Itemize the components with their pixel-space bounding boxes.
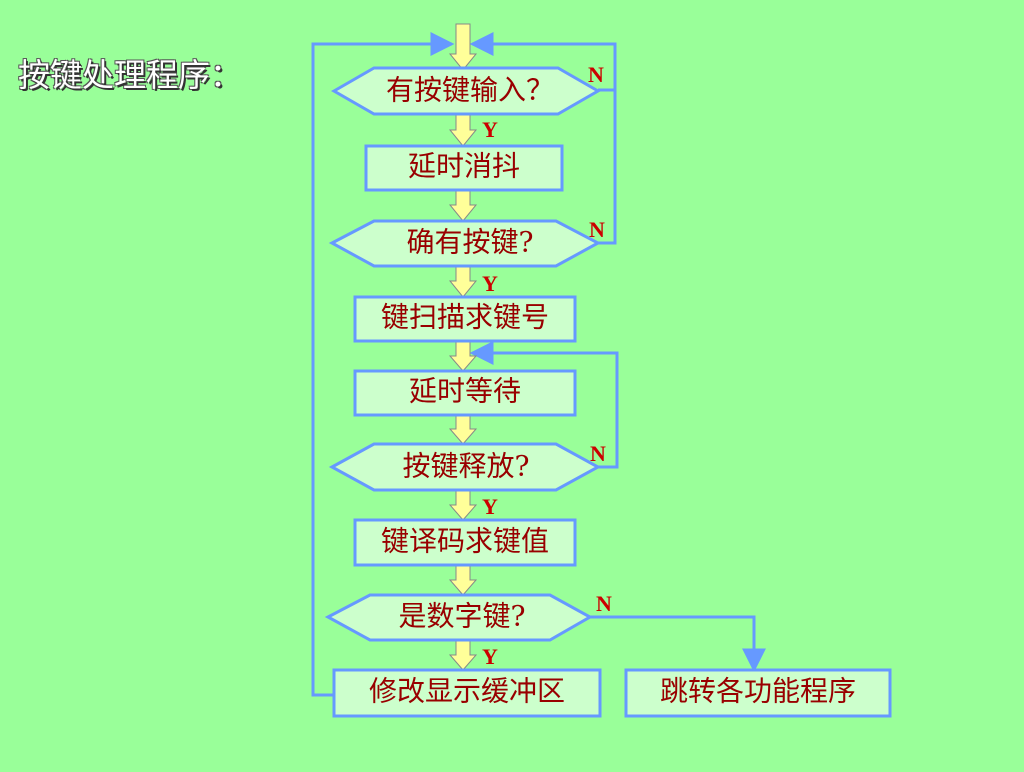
label-no-3: N (590, 441, 606, 466)
page-title: 按键处理程序： (18, 56, 243, 94)
label-has-key: 有按键输入？ (386, 74, 554, 107)
label-yes-3: Y (482, 494, 498, 519)
flow-arrow-5 (448, 414, 478, 445)
label-decode-key: 键译码求键值 (381, 525, 549, 558)
loop-line-not-confirmed (598, 90, 617, 245)
label-yes-4: Y (482, 644, 498, 669)
label-no-4: N (596, 591, 612, 616)
flow-arrow-3 (448, 265, 478, 298)
label-no-2: N (589, 217, 605, 242)
process-delay-wait (353, 369, 577, 417)
process-jump-function (624, 668, 892, 718)
label-yes-1: Y (482, 117, 498, 142)
label-scan-key: 键扫描求键号 (381, 301, 549, 334)
process-scan-key (353, 295, 577, 343)
label-key-release: 按键释放? (402, 450, 529, 483)
label-update-display: 修改显示缓冲区 (369, 675, 565, 708)
branch-line-not-digit (590, 615, 766, 673)
label-delay-wait: 延时等待 (409, 375, 521, 408)
label-yes-2: Y (482, 271, 498, 296)
flow-arrow-7 (448, 564, 478, 596)
loop-line-no-key (469, 31, 617, 92)
process-update-display (332, 668, 602, 718)
flow-arrow-4 (448, 340, 478, 372)
flow-arrow-1 (448, 113, 478, 147)
flow-arrow-8 (448, 639, 478, 671)
loop-line-main (311, 32, 455, 697)
decision-confirm-key (328, 219, 602, 268)
loop-line-not-released (469, 341, 619, 469)
flow-arrow-entry (448, 23, 478, 71)
flow-arrow-6 (448, 489, 478, 521)
label-no-1: N (588, 62, 604, 87)
process-decode-key (353, 518, 577, 567)
label-debounce: 延时消抖 (408, 150, 520, 183)
label-confirm-key: 确有按键? (406, 226, 533, 259)
label-is-digit: 是数字键? (398, 600, 525, 633)
flow-arrow-2 (448, 189, 478, 222)
label-jump-function: 跳转各功能程序 (660, 675, 856, 708)
process-debounce (364, 144, 564, 192)
decision-key-release (328, 442, 602, 492)
decision-is-digit (324, 593, 594, 642)
decision-has-key (330, 66, 602, 116)
